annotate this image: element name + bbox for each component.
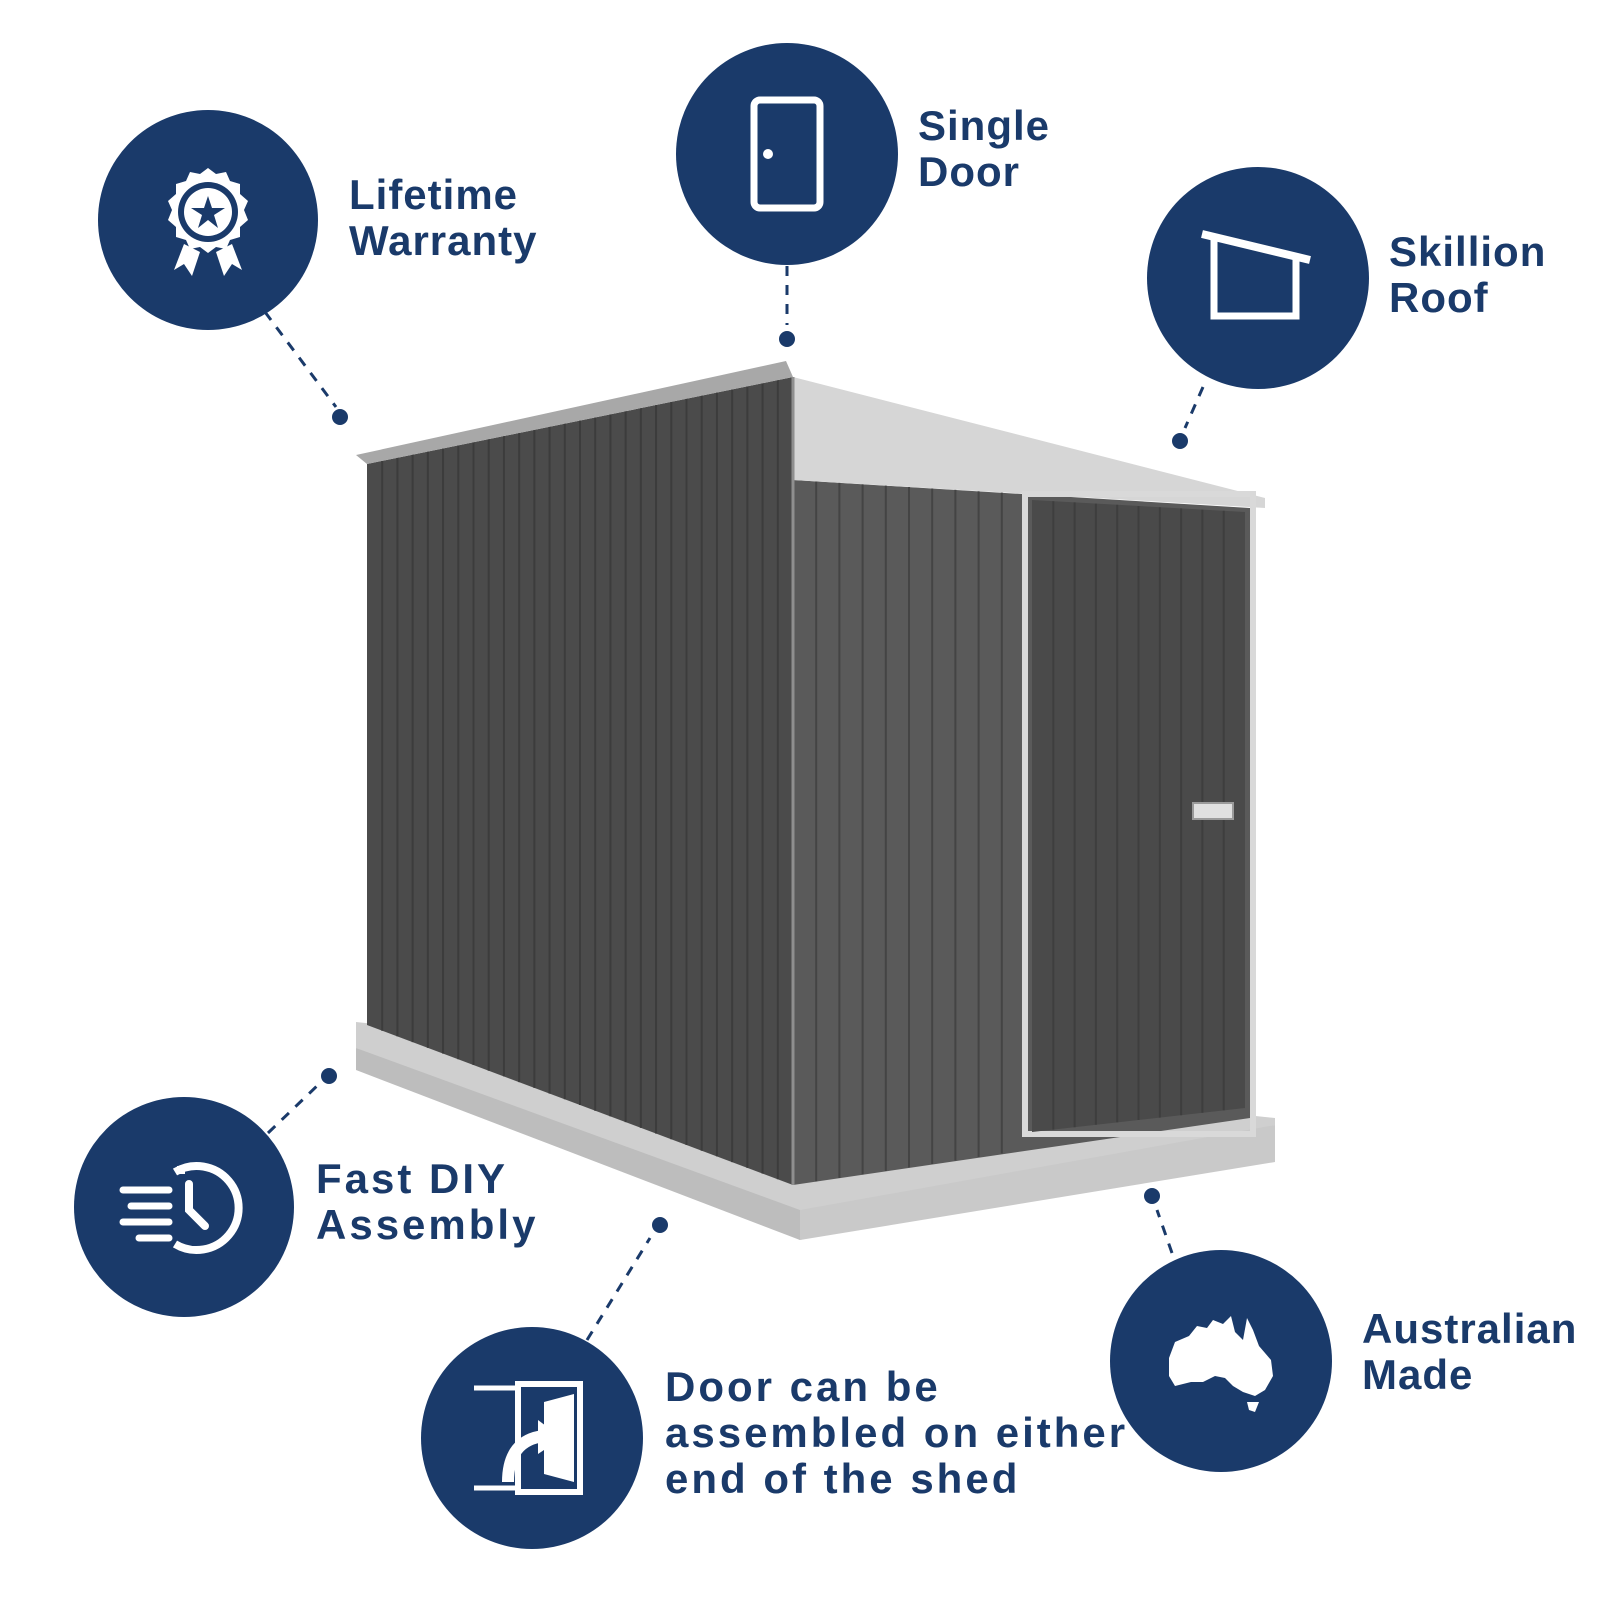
badge-reversible-door — [421, 1327, 643, 1549]
label-line: Roof — [1389, 274, 1489, 321]
label-line: Door can be — [665, 1363, 941, 1410]
label-line: Fast DIY — [316, 1155, 509, 1202]
connector-warranty — [263, 311, 348, 425]
shed-front-gable — [793, 377, 1265, 508]
australia-map-icon — [1169, 1316, 1273, 1412]
connector-reversible-door — [585, 1217, 668, 1341]
label-reversible-door: Door can be assembled on either end of t… — [665, 1364, 1128, 1502]
label-line: Warranty — [349, 217, 538, 264]
door-reversible-icon — [474, 1381, 583, 1495]
badge-fast-diy-assembly — [74, 1097, 294, 1317]
label-line: Assembly — [316, 1201, 539, 1248]
shed-base-front — [800, 1125, 1275, 1240]
shed-side-corrugation — [381, 380, 779, 1180]
label-line: assembled on either — [665, 1409, 1129, 1456]
fast-clock-icon — [119, 1162, 243, 1254]
label-line: Australian — [1362, 1305, 1578, 1352]
label-line: Made — [1362, 1351, 1474, 1398]
connector-fast-assembly — [266, 1068, 337, 1135]
shed-door-latch — [1192, 802, 1234, 820]
connector-skillion-roof — [1172, 386, 1205, 449]
connector-australian-made — [1144, 1188, 1174, 1254]
shed-roof-edge — [356, 361, 793, 464]
label-australian-made: Australian Made — [1362, 1306, 1577, 1398]
badge-australian-made — [1110, 1250, 1332, 1472]
label-fast-diy-assembly: Fast DIY Assembly — [316, 1156, 538, 1248]
shed-door-frame — [1022, 491, 1256, 1137]
label-skillion-roof: Skillion Roof — [1389, 229, 1546, 321]
shed-front-corrugation — [815, 481, 1003, 1182]
label-single-door: Single Door — [918, 103, 1050, 195]
label-line: Door — [918, 148, 1020, 195]
award-ribbon-icon — [168, 168, 248, 276]
label-lifetime-warranty: Lifetime Warranty — [349, 172, 538, 264]
door-icon — [750, 96, 824, 212]
label-line: end of the shed — [665, 1455, 1021, 1502]
shed-base-side — [356, 1048, 800, 1240]
connector-single-door — [779, 266, 795, 347]
label-line: Skillion — [1389, 228, 1547, 275]
label-line: Lifetime — [349, 171, 519, 218]
label-line: Single — [918, 102, 1051, 149]
badge-skillion-roof — [1147, 167, 1369, 389]
shed-door-corrugation — [1052, 501, 1225, 1130]
badge-lifetime-warranty — [98, 110, 318, 330]
badge-single-door — [676, 43, 898, 265]
skillion-roof-icon — [1201, 230, 1311, 320]
